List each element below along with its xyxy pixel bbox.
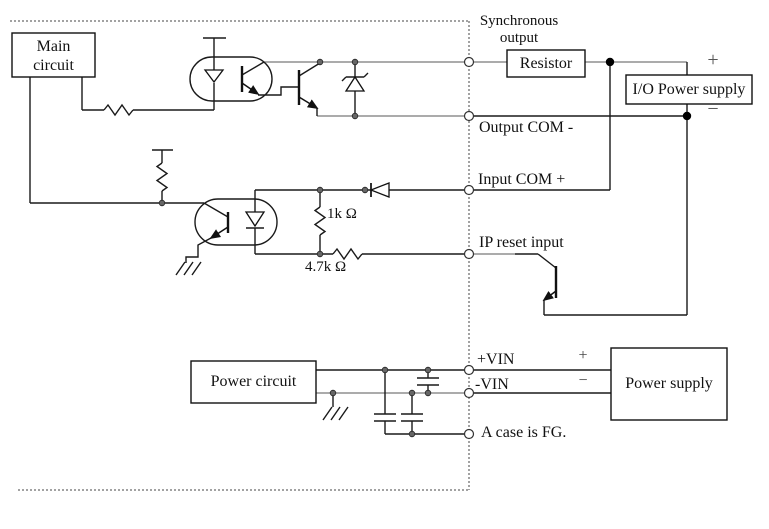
terminal-vin-minus: [463, 387, 475, 399]
io-power-supply-box: [625, 74, 753, 105]
output-transistor: [297, 70, 319, 109]
series-resistor-output: [103, 103, 134, 117]
terminal-circles: [463, 56, 475, 440]
terminal-input-com: [463, 184, 475, 196]
resistor-1k-label: 1k Ω: [327, 206, 357, 222]
emitter-arrow-icon: [241, 82, 260, 96]
optocoupler-input: [194, 198, 278, 246]
block-boxes: [11, 32, 753, 421]
ps-minus-sign: −: [578, 372, 588, 389]
resistor-4k7-label: 4.7k Ω: [305, 259, 347, 275]
power-supply-label: Power supply: [625, 375, 713, 392]
terminal-ip-reset: [463, 248, 475, 260]
main-circuit-box: [11, 32, 96, 78]
io-minus-sign: −: [707, 98, 719, 120]
input-diode: [369, 182, 390, 198]
output-com-label: Output COM -: [479, 119, 574, 136]
ip-reset-label: IP reset input: [479, 234, 564, 251]
capacitor-c: [417, 370, 439, 393]
terminal-fg: [463, 428, 475, 440]
io-plus-sign: +: [707, 49, 719, 71]
optocoupler-output: [189, 56, 273, 102]
emitter-arrow-icon: [209, 226, 229, 239]
power-circuit-label: Power circuit: [210, 373, 297, 390]
emitter-arrow-icon: [298, 96, 319, 109]
terminal-output-com: [463, 110, 475, 122]
resistor-1k: [313, 206, 327, 236]
capacitor-a: [374, 370, 396, 434]
grey-rails: [264, 61, 687, 394]
ground-icon-power: [322, 406, 349, 421]
power-supply-box: [610, 347, 728, 421]
pullup-resistor: [155, 162, 169, 192]
io-power-supply-label: I/O Power supply: [632, 81, 746, 98]
terminal-vin-plus: [463, 364, 475, 376]
zener-diode: [344, 75, 366, 92]
vin-minus-label: -VIN: [475, 376, 509, 393]
vin-plus-label: +VIN: [477, 351, 515, 368]
fg-label: A case is FG.: [481, 424, 567, 441]
resistor-box: [506, 49, 586, 78]
power-circuit-box: [190, 360, 317, 404]
resistor-box-label: Resistor: [519, 55, 573, 72]
input-com-label: Input COM +: [478, 171, 566, 188]
wires: [29, 37, 688, 435]
capacitor-b: [401, 393, 423, 434]
junction-dots: [158, 58, 432, 438]
synchronous-output-label: Synchronous output: [479, 13, 559, 46]
led-icon: [244, 211, 266, 228]
node-dots: [605, 57, 692, 121]
terminal-synchronous-output: [463, 56, 475, 68]
resistor-4k7: [332, 247, 363, 261]
emitter-arrow-icon: [542, 290, 557, 302]
led-icon: [203, 69, 225, 84]
ip-reset-transistor: [542, 266, 558, 302]
ground-icon-input: [175, 261, 202, 276]
main-circuit-label: Main circuit: [33, 38, 74, 75]
ps-plus-sign: +: [578, 347, 588, 364]
dashed-boundary: [10, 20, 470, 491]
